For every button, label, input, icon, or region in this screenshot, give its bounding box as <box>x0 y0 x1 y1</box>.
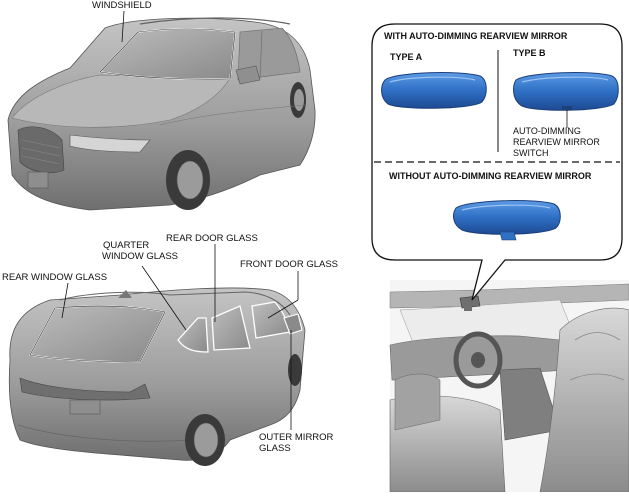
type-b-label: TYPE B <box>513 48 546 58</box>
mirror-callout-bubble <box>371 23 623 301</box>
windshield-label: WINDSHIELD <box>92 0 152 11</box>
quarter-window-glass-label: QUARTER WINDOW GLASS <box>102 240 178 262</box>
type-a-label: TYPE A <box>390 52 423 62</box>
auto-dimming-switch-label-line1: AUTO-DIMMING <box>513 126 581 136</box>
front-door-leader-diagonal <box>267 299 299 319</box>
front-car-illustration <box>7 17 316 211</box>
quarter-window-glass-label-line2: WINDOW GLASS <box>102 251 179 262</box>
auto-dimming-switch-label: AUTO-DIMMING REARVIEW MIRROR SWITCH <box>513 126 600 159</box>
rear-window-glass-label: REAR WINDOW GLASS <box>2 272 108 283</box>
quarter-window-glass-label-line1: QUARTER <box>103 240 150 251</box>
rear-window-leader <box>61 282 69 319</box>
auto-dimming-switch-label-line2: REARVIEW MIRROR <box>513 137 600 147</box>
leader-lines <box>61 10 299 430</box>
auto-dimming-switch-label-line3: SWITCH <box>513 148 549 158</box>
type-a-mirror <box>381 72 487 109</box>
quarter-window-glass-pane <box>177 317 209 353</box>
outer-mirror-glass-label-line2: GLASS <box>259 443 291 454</box>
front-door-glass-label: FRONT DOOR GLASS <box>240 259 339 270</box>
type-b-mirror <box>513 72 619 111</box>
rear-door-glass-label: REAR DOOR GLASS <box>166 233 258 244</box>
with-auto-dimming-heading: WITH AUTO-DIMMING REARVIEW MIRROR <box>384 31 568 41</box>
without-auto-dimming-heading: WITHOUT AUTO-DIMMING REARVIEW MIRROR <box>389 171 592 181</box>
rear-car-illustration <box>8 287 306 466</box>
quarter-window-leader <box>141 265 187 331</box>
windshield-leader <box>121 10 125 43</box>
standard-mirror <box>453 200 561 241</box>
interior-illustration <box>389 280 629 493</box>
outer-mirror-glass-label: OUTER MIRROR GLASS <box>259 432 333 454</box>
outer-mirror-glass-label-line1: OUTER MIRROR <box>259 432 334 443</box>
outer-mirror-glass-pane <box>283 313 303 335</box>
rear-door-glass-pane <box>211 305 251 351</box>
